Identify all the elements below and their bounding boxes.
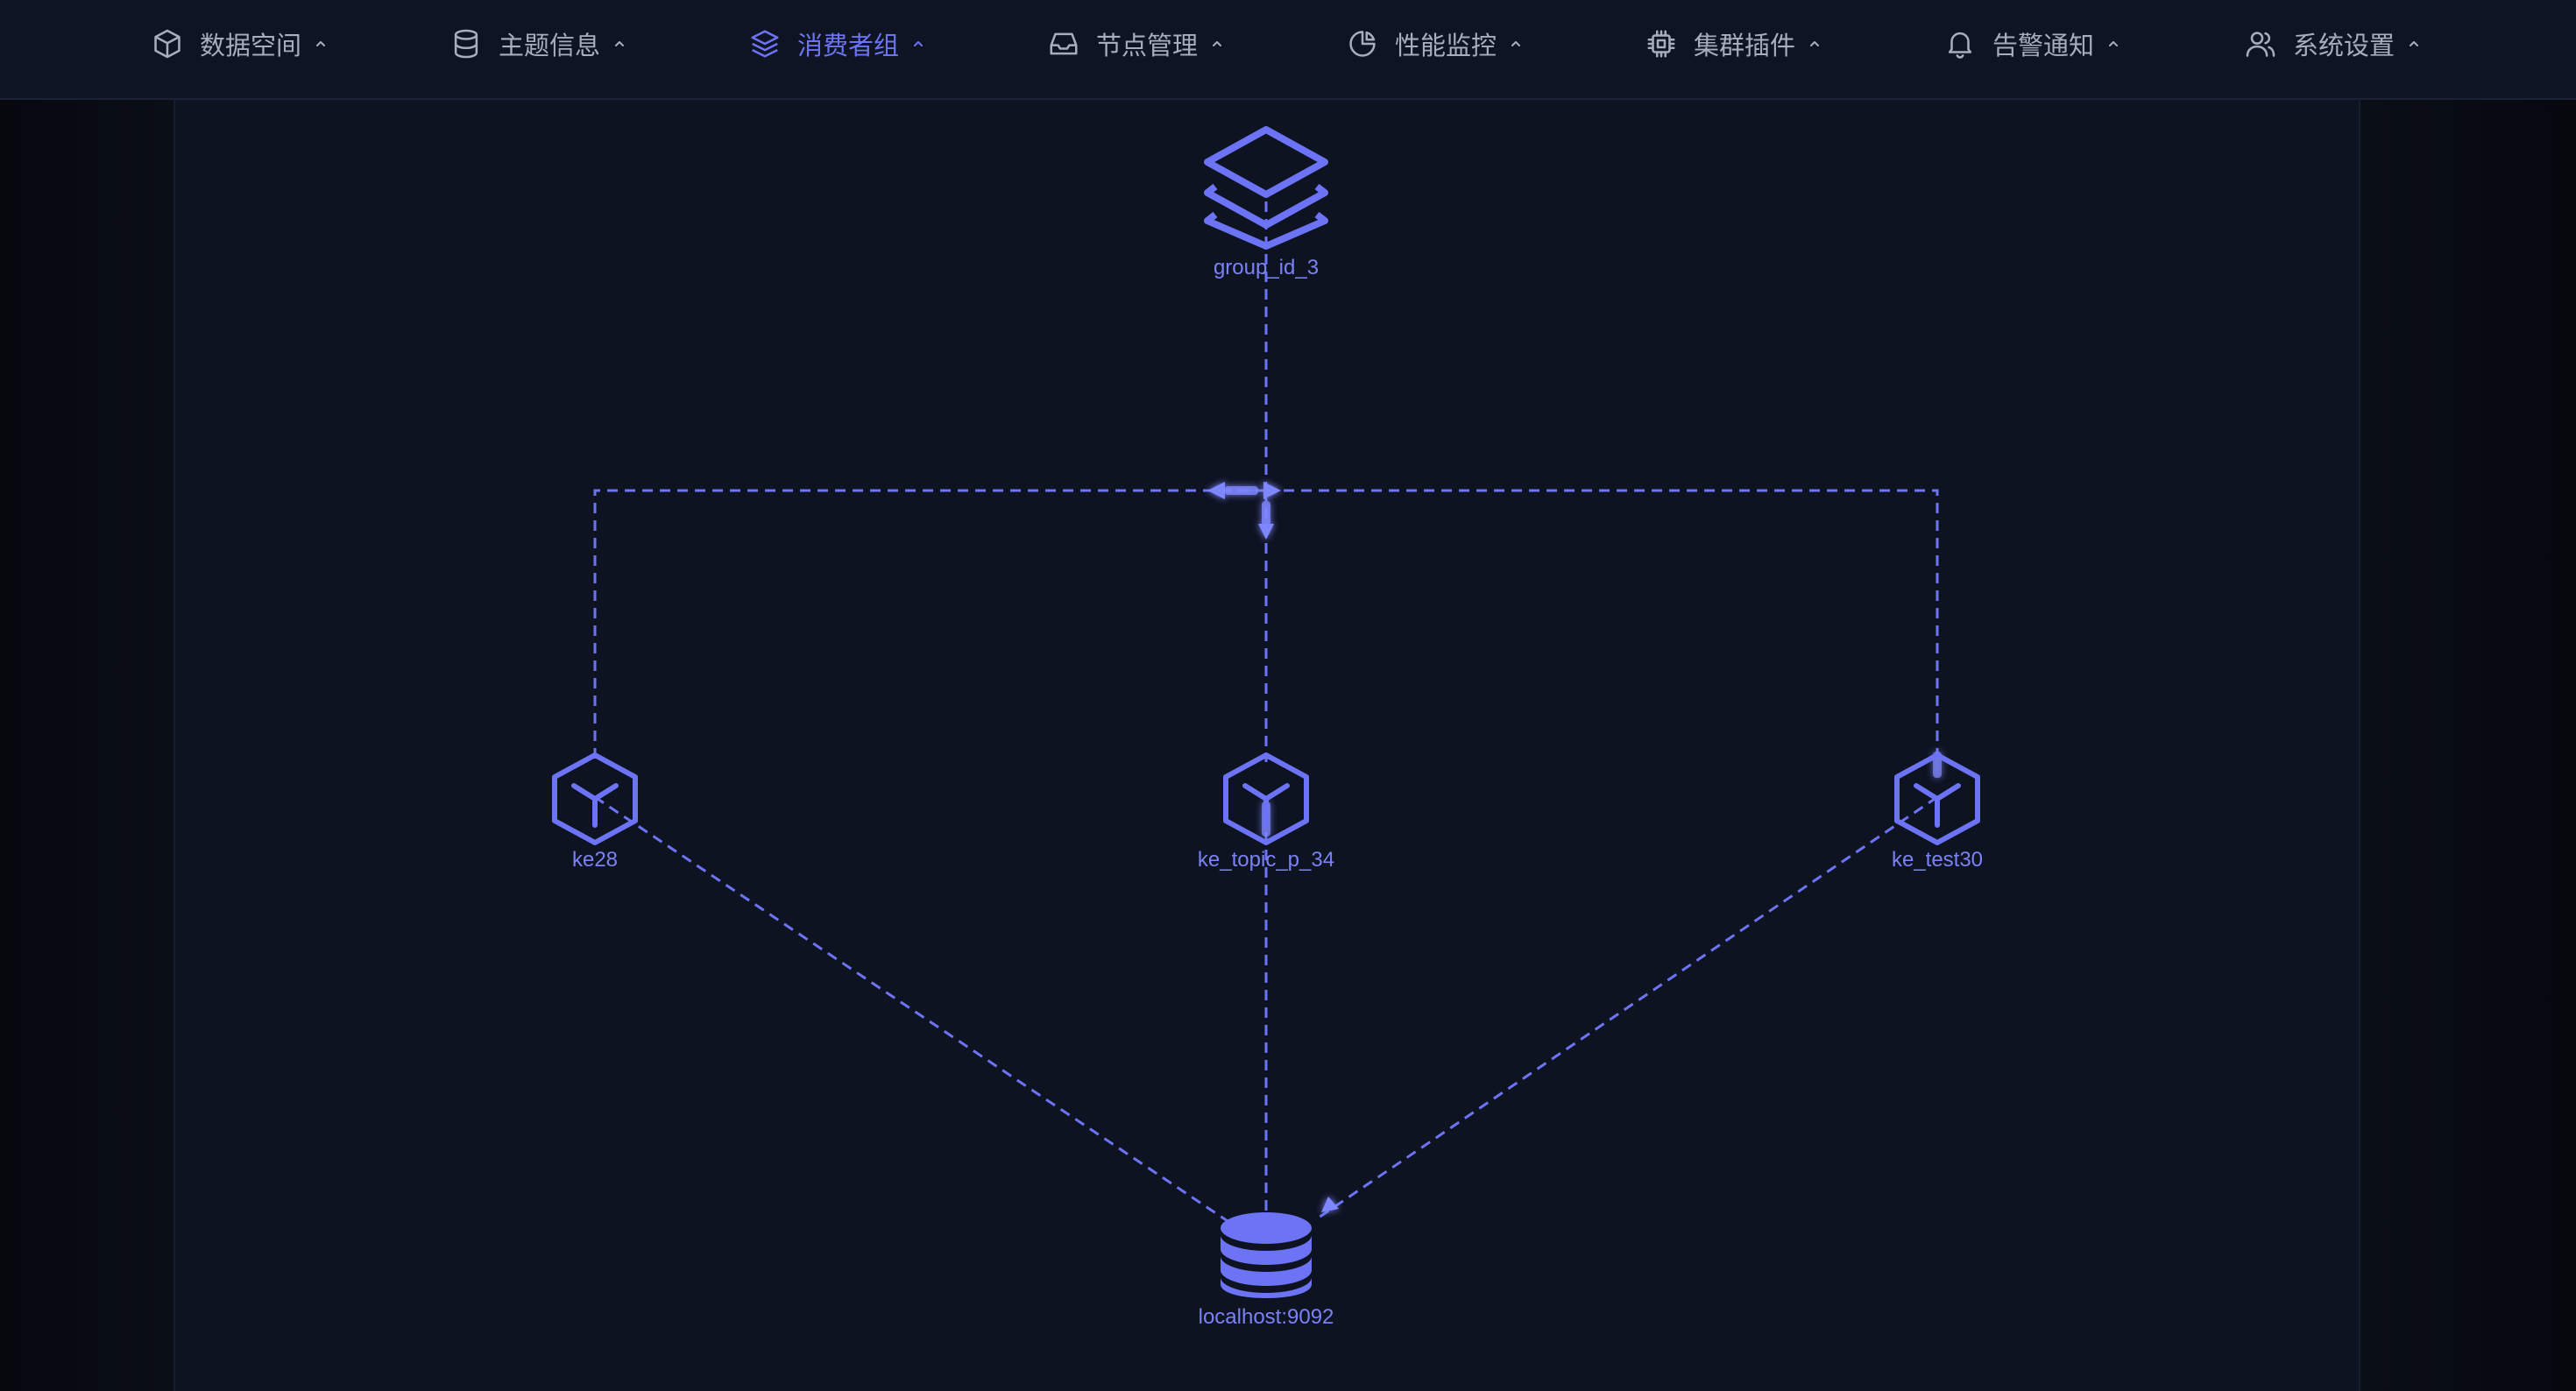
right-gutter xyxy=(2360,100,2576,1391)
chevron-up-icon xyxy=(911,37,925,51)
flow-arrow-left xyxy=(1207,482,1225,499)
topic-label: ke28 xyxy=(572,848,618,872)
hexagon-topic-icon xyxy=(1223,752,1309,845)
topic-node-ke-test30[interactable]: ke_test30 xyxy=(1892,752,1983,872)
chevron-up-icon xyxy=(1808,37,1822,51)
layers-icon xyxy=(1204,126,1328,250)
broker-label: localhost:9092 xyxy=(1199,1305,1334,1329)
nav-item-label: 消费者组 xyxy=(797,31,900,60)
nav-item-label: 主题信息 xyxy=(499,31,601,60)
nav-item-performance-monitor[interactable]: 性能监控 xyxy=(1346,0,1523,88)
topic-node-ke28[interactable]: ke28 xyxy=(552,752,638,872)
flow-arrow-down xyxy=(1258,524,1274,540)
nav-item-node-management[interactable]: 节点管理 xyxy=(1047,0,1224,88)
broker-node[interactable]: localhost:9092 xyxy=(1199,1212,1334,1329)
topic-node-ke-topic-p-34[interactable]: ke_topic_p_34 xyxy=(1198,752,1334,872)
left-gutter xyxy=(0,100,173,1391)
consumer-group-node[interactable]: group_id_3 xyxy=(1204,126,1328,279)
flow-segment-vertical xyxy=(1262,501,1270,526)
nav-item-label: 集群插件 xyxy=(1694,31,1796,60)
flow-arrow-to-broker xyxy=(1321,1197,1339,1212)
nav-item-label: 系统设置 xyxy=(2293,31,2396,60)
cpu-chip-icon xyxy=(1645,27,1678,60)
topic-label: ke_test30 xyxy=(1892,848,1983,872)
nav-item-label: 性能监控 xyxy=(1395,31,1497,60)
nav-item-label: 数据空间 xyxy=(200,31,302,60)
users-icon xyxy=(2244,27,2277,60)
pie-chart-icon xyxy=(1346,27,1379,60)
edge-junction-to-ke28 xyxy=(593,489,1266,762)
nav-item-consumer-groups[interactable]: 消费者组 xyxy=(748,0,925,88)
database-stack-icon xyxy=(1221,1212,1312,1298)
chevron-up-icon xyxy=(612,37,626,51)
hexagon-topic-icon xyxy=(1894,752,1980,845)
nav-item-system-settings[interactable]: 系统设置 xyxy=(2244,0,2421,88)
chevron-up-icon xyxy=(1210,37,1224,51)
top-navigation: 数据空间 主题信息 消费者组 xyxy=(0,0,2576,100)
bell-icon xyxy=(1943,27,1977,60)
layers-icon xyxy=(748,27,782,60)
flow-markers xyxy=(1207,482,1942,1212)
graph-edges xyxy=(593,201,1939,1228)
nav-item-label: 告警通知 xyxy=(1992,31,2095,60)
edge-ke28-to-broker xyxy=(594,795,1236,1228)
chevron-up-icon xyxy=(1509,37,1523,51)
inbox-icon xyxy=(1047,27,1080,60)
consumer-group-label: group_id_3 xyxy=(1214,256,1319,279)
topic-label: ke_topic_p_34 xyxy=(1198,848,1334,872)
nav-item-cluster-plugins[interactable]: 集群插件 xyxy=(1645,0,1822,88)
hexagon-topic-icon xyxy=(552,752,638,845)
nav-item-data-space[interactable]: 数据空间 xyxy=(151,0,328,88)
edge-ke-test30-to-broker xyxy=(1318,795,1938,1219)
nav-item-alert-notifications[interactable]: 告警通知 xyxy=(1943,0,2120,88)
flow-segment-horizontal xyxy=(1225,486,1258,495)
nav-item-topic-info[interactable]: 主题信息 xyxy=(449,0,626,88)
cube-icon xyxy=(151,27,184,60)
chevron-up-icon xyxy=(2106,37,2120,51)
nav-item-label: 节点管理 xyxy=(1096,31,1199,60)
flow-arrow-right xyxy=(1263,482,1281,499)
chevron-up-icon xyxy=(2407,37,2421,51)
edge-junction-to-ke-test30 xyxy=(1266,489,1939,762)
chevron-up-icon xyxy=(314,37,328,51)
database-icon xyxy=(449,27,483,60)
